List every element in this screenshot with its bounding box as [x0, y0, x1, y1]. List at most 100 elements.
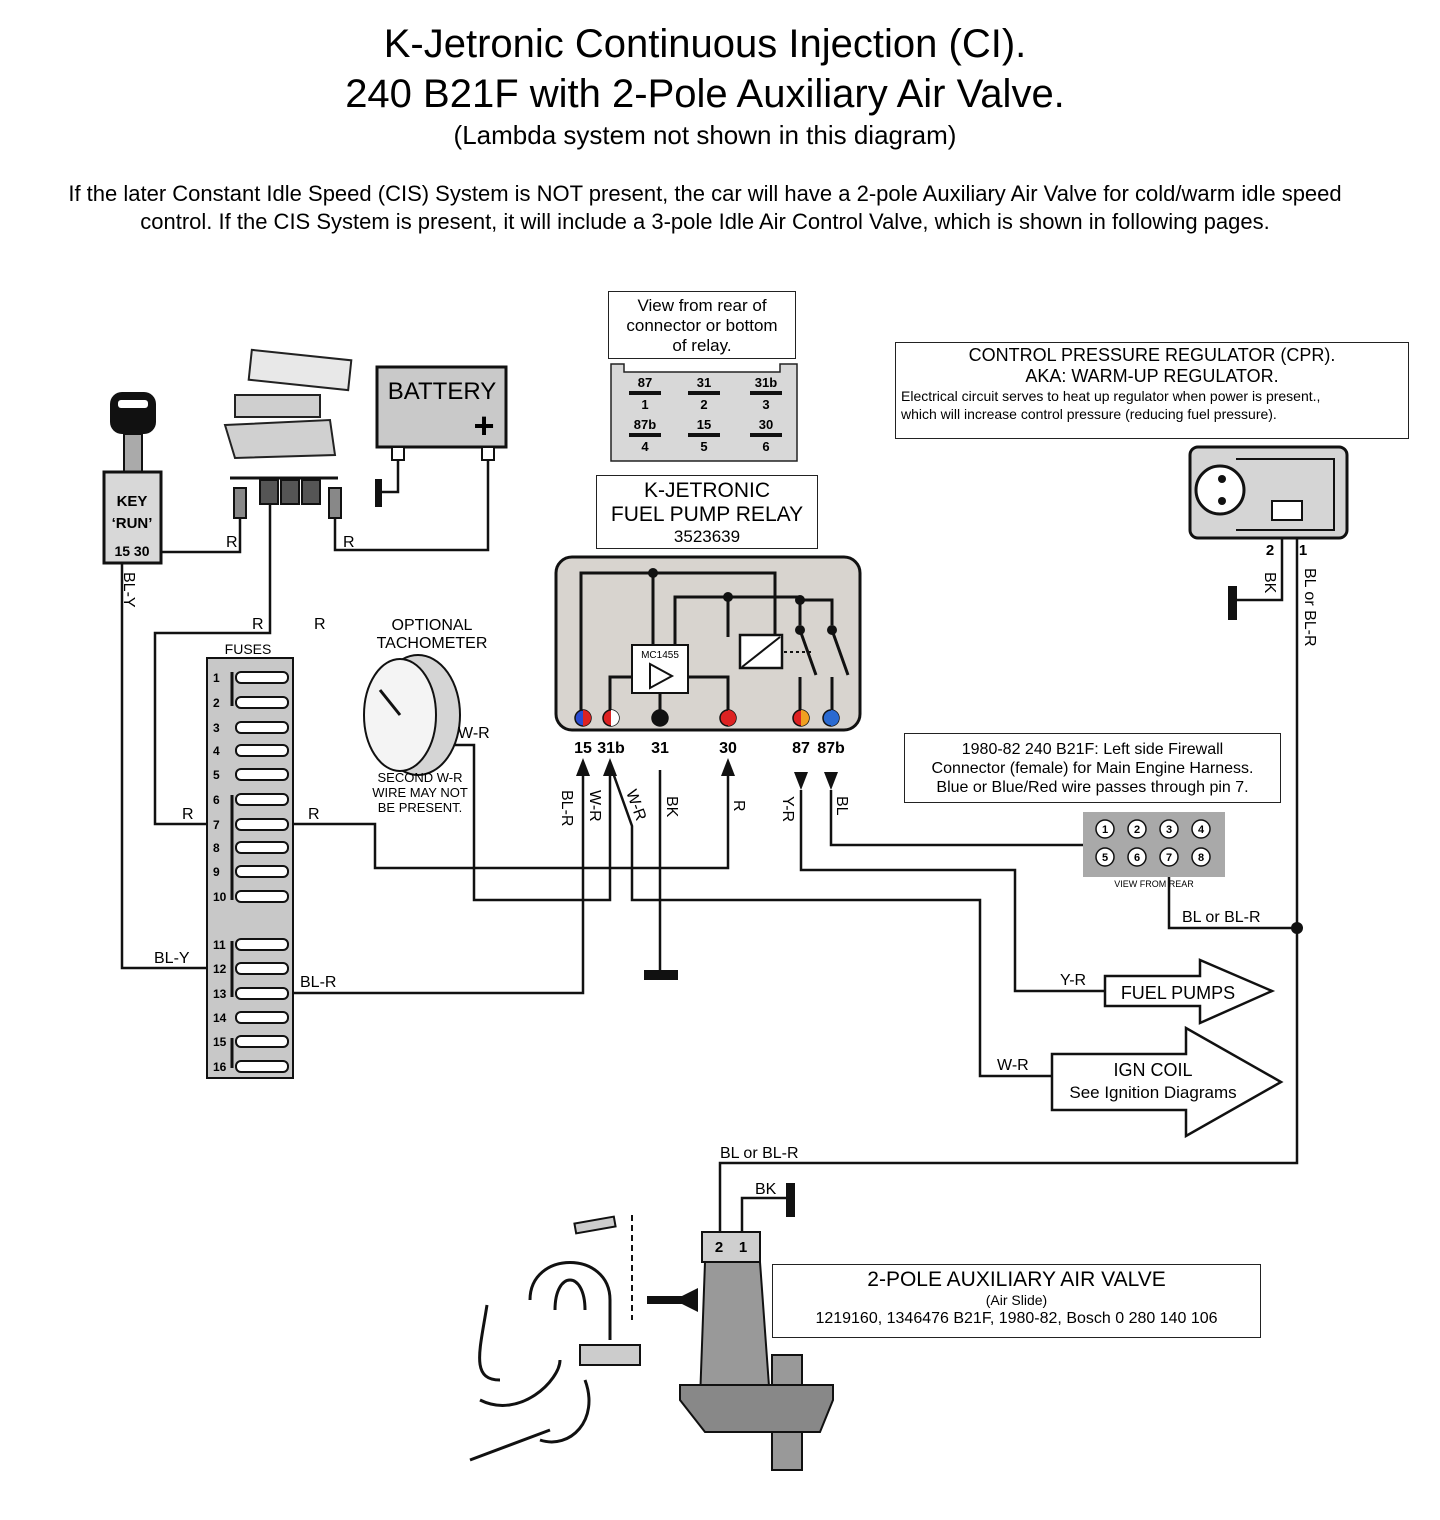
battery-plus: +: [473, 405, 494, 446]
relay-terminal-label: 87b: [817, 740, 845, 757]
key-terminals: 15 30: [114, 543, 149, 559]
label-r-a: R: [252, 616, 264, 633]
firewall-pin-number: 2: [1134, 824, 1140, 836]
label-r-fuse7-left: R: [182, 806, 194, 823]
diagram-title-line2: 240 B21F with 2-Pole Auxiliary Air Valve…: [345, 72, 1065, 116]
cpr-pin1: 1: [1299, 542, 1307, 559]
pin-number: 4: [641, 439, 649, 454]
relay-terminal-half: [583, 710, 591, 726]
firewall-pin: [1191, 819, 1211, 839]
pin-blade: [629, 391, 661, 395]
pin-number: 2: [700, 397, 707, 412]
connector-base: [223, 418, 337, 460]
relay-terminal-half: [611, 710, 619, 726]
battery-terminal: [391, 446, 405, 461]
wire-battery-ground: [378, 460, 400, 494]
pin-blade: [750, 391, 782, 395]
cpr-info-box: CONTROL PRESSURE REGULATOR (CPR). AKA: W…: [895, 342, 1409, 439]
label-r-key: R: [226, 534, 238, 551]
label-aav-bk: BK: [755, 1181, 777, 1198]
fuse-number: 2: [213, 696, 220, 710]
caption-line: of relay.: [672, 336, 732, 355]
fuse-number: 15: [213, 1035, 227, 1049]
ignition-key: KEY ‘RUN’ 15 30: [102, 392, 163, 565]
battery-label: BATTERY: [388, 378, 496, 405]
tachometer: OPTIONAL TACHOMETER SECOND W-R WIRE MAY …: [363, 617, 487, 815]
relay-part-number: 3523639: [673, 527, 741, 546]
firewall-pin: [1127, 819, 1147, 839]
diagram-title-line1: K-Jetronic Continuous Injection (CI).: [383, 22, 1027, 66]
pin-blade: [688, 433, 720, 437]
fuse-slot: [235, 721, 289, 734]
wire-labels: BL-Y R R R R R R BL-Y BL-R W-R BL-R W-R …: [120, 534, 1318, 1198]
firewall-pin-number: 5: [1102, 852, 1108, 864]
fuse-number: 4: [213, 744, 220, 758]
wire-w-r-ign: [610, 769, 1052, 1078]
junction-dot: [1291, 922, 1303, 934]
pin-label: 87: [638, 375, 652, 390]
auxiliary-air-valve: 2 1: [469, 1215, 834, 1471]
label-ign-w-r: W-R: [997, 1057, 1029, 1074]
cpr-desc: which will increase control pressure (re…: [901, 406, 1277, 422]
label-junction-bl: BL or BL-R: [1182, 909, 1261, 926]
label-bl-y: BL-Y: [120, 572, 137, 608]
tach-note: BE PRESENT.: [378, 800, 463, 815]
intro-paragraph: If the later Constant Idle Speed (CIS) S…: [68, 181, 1342, 234]
fuse-number: 7: [213, 818, 220, 832]
fuse-number: 16: [213, 1060, 227, 1074]
label-relay-w-r-a: W-R: [586, 790, 603, 822]
aav-plug: [701, 1231, 761, 1263]
firewall-pin: [1095, 819, 1115, 839]
relay-terminal-half: [660, 710, 668, 726]
cpr-port: [1194, 464, 1246, 516]
relay-terminal-label: 87: [792, 740, 810, 757]
firewall-info-box: 1980-82 240 B21F: Left side Firewall Con…: [904, 733, 1281, 803]
tach-note: SECOND W-R: [378, 770, 463, 785]
connector-shell: [234, 394, 321, 418]
relay-internal-wiring: [579, 571, 834, 710]
key-head: [110, 392, 156, 434]
firewall-pin-number: 3: [1166, 824, 1172, 836]
fuse-slot: [235, 818, 289, 831]
pin-label: 31b: [755, 375, 777, 390]
label-r-b: R: [314, 616, 326, 633]
aav-pointer-tail: [647, 1296, 693, 1304]
diagram-subtitle: (Lambda system not shown in this diagram…: [453, 120, 957, 150]
caption-line: View from rear of: [637, 296, 767, 315]
connector-terminal: [280, 479, 300, 505]
relay-label-line: FUEL PUMP RELAY: [610, 503, 804, 526]
connector-terminal: [328, 487, 342, 519]
battery-terminal: [481, 446, 495, 461]
ign-coil-label: IGN COIL: [1113, 1060, 1192, 1080]
battery: BATTERY +: [375, 365, 508, 461]
fuel-pumps-arrow: FUEL PUMPS: [1103, 958, 1276, 1025]
label-w-r-tach: W-R: [458, 725, 490, 742]
pin-label: 87b: [634, 417, 656, 432]
relay-terminal-half: [728, 710, 736, 726]
terminal-arrows: [576, 758, 838, 790]
aav-sketch-bolt: [573, 1215, 617, 1235]
firewall-pin: [1095, 847, 1115, 867]
wires: [120, 460, 1299, 1232]
ground-symbol: [375, 479, 382, 507]
label-r-fuse7-right: R: [308, 806, 320, 823]
relay-body: [554, 555, 862, 732]
firewall-pin-number: 1: [1102, 824, 1108, 836]
tach-label: OPTIONAL: [392, 617, 473, 634]
fuse-slot: [235, 938, 289, 951]
aav-hose-sketch: [469, 1261, 612, 1462]
pin-number: 3: [762, 397, 769, 412]
aav-pin2: 2: [715, 1239, 723, 1256]
wire-bl-junction: [1167, 870, 1297, 930]
relay-terminal-half: [831, 710, 839, 726]
tach-note: WIRE MAY NOT: [372, 785, 468, 800]
firewall-pin: [1159, 847, 1179, 867]
pin-label: 15: [697, 417, 711, 432]
label-relay-bl: BL: [833, 796, 850, 816]
aav-sketch-valve: [579, 1344, 641, 1366]
key-label: KEY: [117, 493, 148, 510]
fuse-slot: [235, 696, 289, 709]
